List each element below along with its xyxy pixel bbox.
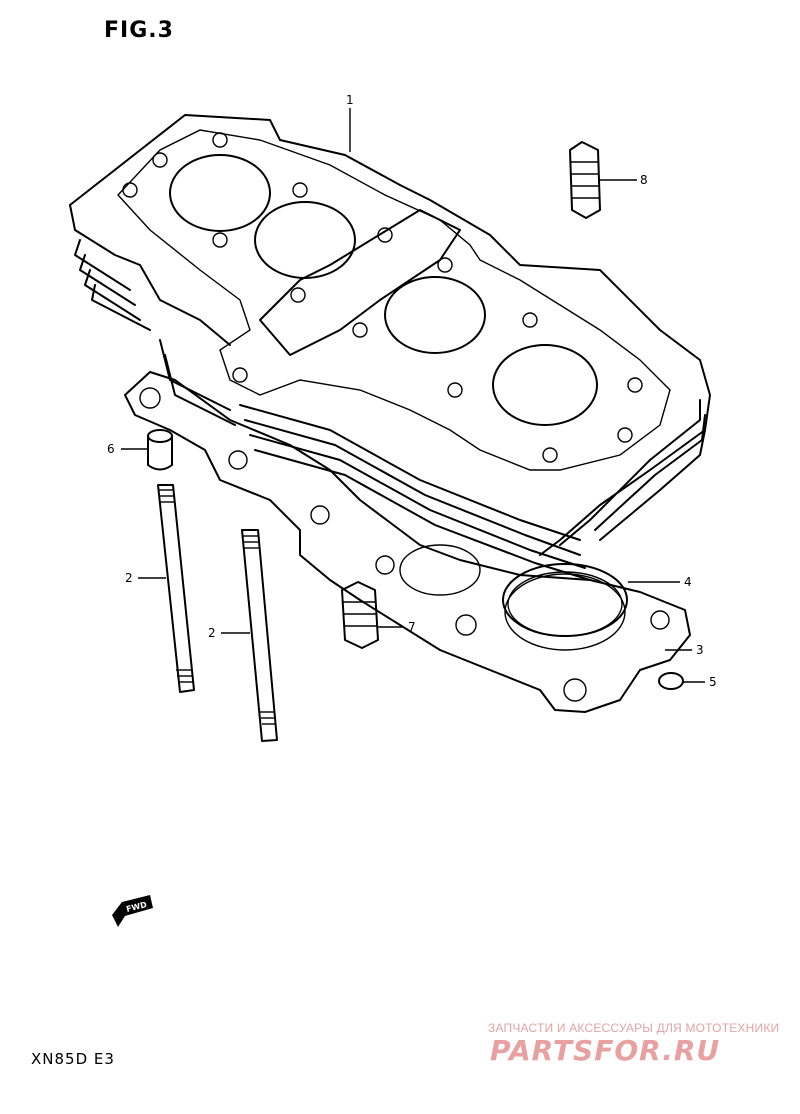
- cylinder-block-part-1: [69, 114, 711, 581]
- callout-8: 8: [640, 173, 648, 187]
- dowel-pin-part-6: [147, 429, 173, 471]
- cylinder-base-gasket-part-3: [124, 371, 691, 713]
- callout-2-right: 2: [208, 626, 216, 640]
- figure-title: FIG.3: [104, 18, 174, 43]
- callout-1: 1: [346, 93, 354, 107]
- callout-4: 4: [684, 575, 692, 589]
- stud-bolt-part-2-right: [241, 529, 278, 742]
- callout-3: 3: [696, 643, 704, 657]
- callout-5: 5: [709, 675, 717, 689]
- callout-7: 7: [408, 620, 416, 634]
- leader-lines: [121, 108, 705, 683]
- callout-6: 6: [107, 442, 115, 456]
- o-ring-part-5: [658, 672, 684, 690]
- model-code: XN85D E3: [31, 1050, 115, 1068]
- stud-bolt-part-2-left: [157, 484, 195, 693]
- cushion-part-7: [341, 581, 379, 649]
- cushion-part-8: [569, 141, 601, 219]
- callout-2-left: 2: [125, 571, 133, 585]
- o-ring-part-4: [502, 563, 628, 637]
- watermark-tagline: ЗАПЧАСТИ И АКСЕССУАРЫ ДЛЯ МОТОТЕХНИКИ: [488, 1021, 780, 1035]
- fwd-arrow-icon: FWD: [112, 895, 153, 927]
- watermark-logo: PARTSFOR.RU: [490, 1034, 721, 1067]
